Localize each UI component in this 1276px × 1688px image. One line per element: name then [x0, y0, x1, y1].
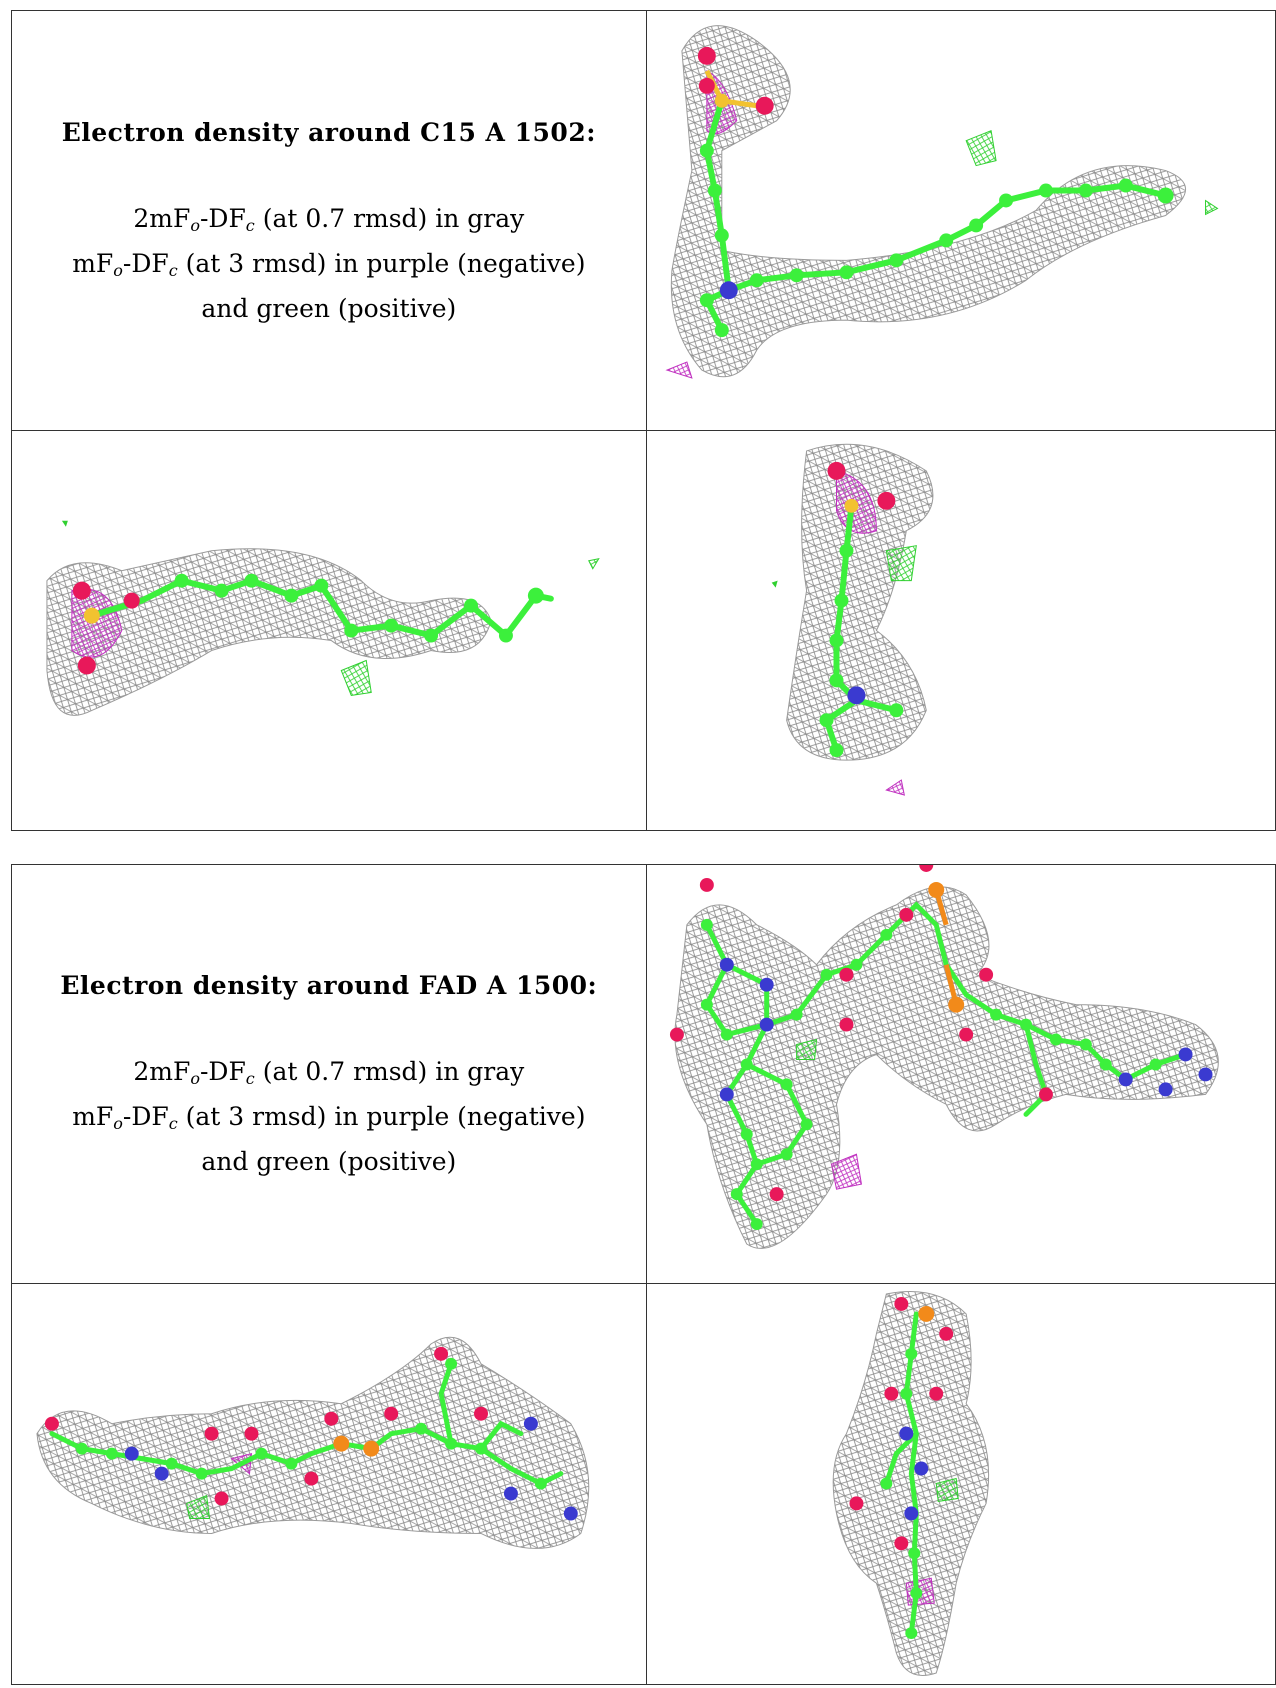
fad-panel-table: Electron density around FAD A 1500: 2mFo…	[11, 864, 1276, 1686]
legend-subscript: o	[113, 260, 123, 280]
fad-legend-line-1: 2mFo-DFc (at 0.7 rmsd) in gray	[12, 1053, 646, 1098]
legend-subscript: c	[245, 1069, 255, 1088]
fad-legend-line-2: mFo-DFc (at 3 rmsd) in purple (negative)	[12, 1098, 646, 1143]
fad-view-top-right	[645, 864, 1276, 1284]
c15-density-image-1	[665, 25, 1219, 379]
legend-text: (at 3 rmsd) in purple (negative)	[177, 248, 586, 278]
legend-text: -DF	[122, 1102, 169, 1131]
fad-density-image-2	[36, 1336, 590, 1549]
fad-density-image-3	[832, 1291, 989, 1677]
legend-subscript: o	[190, 215, 200, 235]
legend-subscript: c	[168, 260, 178, 280]
legend-text: (at 0.7 rmsd) in gray	[254, 203, 525, 233]
legend-subscript: c	[168, 1114, 178, 1133]
fad-view-bottom-left	[11, 1282, 647, 1686]
fad-view-bottom-right	[645, 1282, 1276, 1686]
legend-text: -DF	[122, 248, 169, 278]
legend-text: mF	[72, 248, 114, 278]
legend-subscript: o	[190, 1069, 200, 1088]
fad-caption: Electron density around FAD A 1500: 2mFo…	[12, 967, 646, 1181]
c15-panel-table: Electron density around C15 A 1502: 2mFo…	[11, 10, 1276, 832]
legend-text: (at 3 rmsd) in purple (negative)	[177, 1102, 586, 1131]
c15-title: Electron density around C15 A 1502:	[61, 117, 596, 147]
legend-text: -DF	[199, 203, 246, 233]
legend-text: mF	[72, 1102, 114, 1131]
legend-text: (at 0.7 rmsd) in gray	[254, 1057, 525, 1086]
c15-view-bottom-left	[11, 429, 647, 832]
fad-caption-cell: Electron density around FAD A 1500: 2mFo…	[11, 864, 647, 1284]
legend-subscript: o	[113, 1114, 123, 1133]
fad-legend-line-3: and green (positive)	[201, 1147, 457, 1176]
c15-density-image-2	[46, 520, 600, 716]
c15-density-image-3	[771, 443, 934, 796]
c15-caption: Electron density around C15 A 1502: 2mFo…	[12, 114, 646, 328]
c15-legend-line-3: and green (positive)	[201, 293, 457, 323]
legend-text: -DF	[199, 1057, 246, 1086]
c15-caption-cell: Electron density around C15 A 1502: 2mFo…	[11, 10, 647, 431]
c15-view-top-right	[645, 10, 1276, 431]
c15-legend-line-1: 2mFo-DFc (at 0.7 rmsd) in gray	[12, 200, 646, 245]
fad-title: Electron density around FAD A 1500:	[60, 971, 598, 1000]
c15-legend-line-2: mFo-DFc (at 3 rmsd) in purple (negative)	[12, 245, 646, 290]
fad-density-image-1	[669, 865, 1219, 1249]
c15-view-bottom-right	[645, 429, 1276, 832]
legend-subscript: c	[245, 215, 255, 235]
legend-text: 2mF	[133, 203, 191, 233]
legend-text: 2mF	[133, 1057, 191, 1086]
